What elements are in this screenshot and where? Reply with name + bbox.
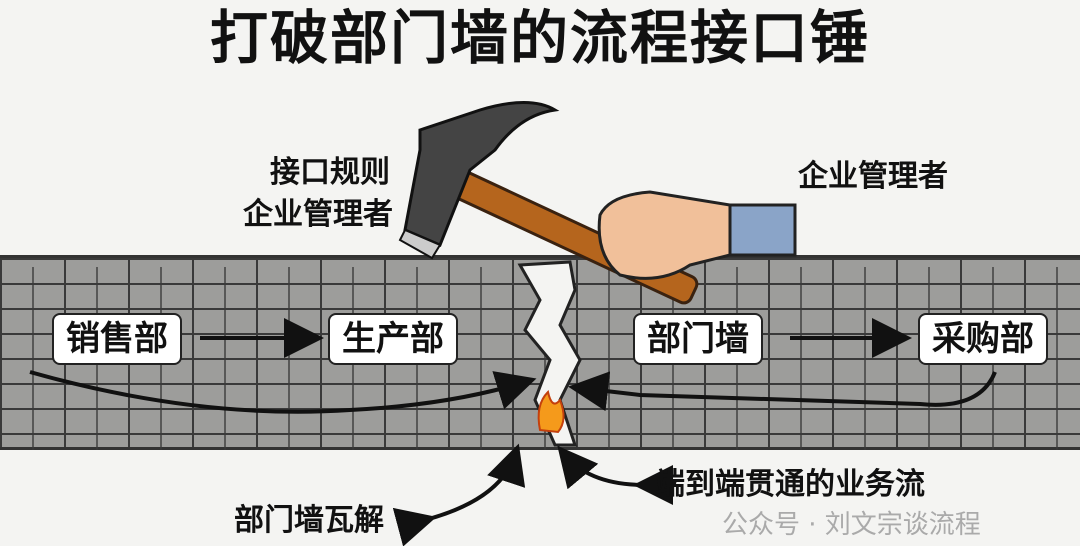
flow-curve-right: [568, 371, 997, 412]
label-managers-hammer: 企业管理者: [243, 197, 393, 232]
label-sales-dept: 销售部: [52, 313, 182, 365]
wall-crack: [517, 260, 582, 447]
watermark: 公众号 · 刘文宗谈流程: [722, 510, 981, 540]
label-production-dept: 生产部: [328, 313, 458, 365]
flow-curve-left: [29, 370, 537, 414]
hand-icon: [597, 190, 797, 280]
label-managers-hand: 企业管理者: [798, 159, 948, 194]
label-department-wall: 部门墙: [633, 313, 763, 365]
label-end-to-end-flow: 端到端贯通的业务流: [655, 467, 925, 502]
arrow-flow: [557, 445, 674, 506]
page-title: 打破部门墙的流程接口锤: [209, 4, 870, 72]
label-wall-collapse: 部门墙瓦解: [234, 503, 384, 538]
fire-icon: [537, 390, 565, 434]
arrow-collapse: [392, 443, 526, 546]
label-interface-rules: 接口规则: [270, 155, 390, 190]
label-purchasing-dept: 采购部: [918, 313, 1048, 365]
